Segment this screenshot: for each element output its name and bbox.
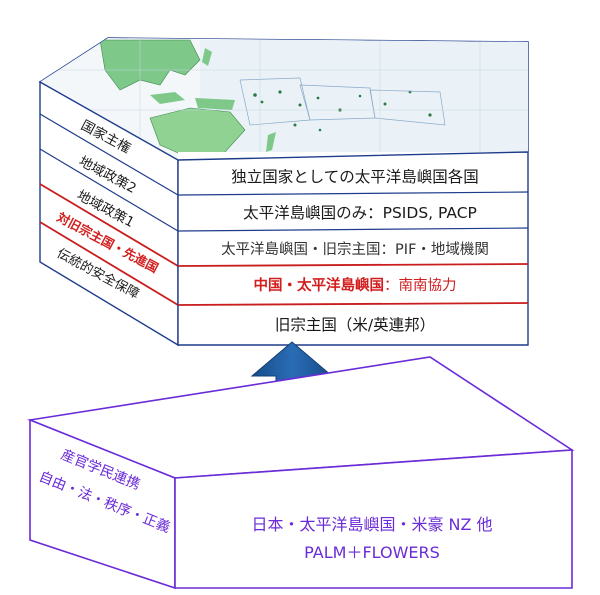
front-divider-3 <box>177 263 529 267</box>
front-layer-label-4-sub: ：南南協力 <box>384 277 457 294</box>
front-layer-label-1: 独立国家としての太平洋島嶼国各国 <box>231 168 479 186</box>
front-layer-label-4: 中国・太平洋島嶼国：南南協力 <box>254 276 457 294</box>
side-divider-1 <box>39 113 179 196</box>
front-divider-2 <box>177 227 529 232</box>
front-divider-4 <box>177 302 529 306</box>
front-divider-1 <box>177 191 529 196</box>
front-layer-labels: 独立国家としての太平洋島嶼国各国 太平洋島嶼国のみ：PSIDS, PACP 太平… <box>221 168 489 334</box>
top-face-map <box>38 37 529 161</box>
front-layer-label-5: 旧宗主国（米/英連邦） <box>275 316 435 334</box>
top-side-face <box>39 80 179 347</box>
bottom-block: 産官学民連携 自由・法・秩序・正義 日本・太平洋島嶼国・米豪 NZ 他 PALM… <box>27 356 575 590</box>
front-layer-label-2: 太平洋島嶼国のみ：PSIDS, PACP <box>243 204 477 222</box>
bottom-front-face <box>174 449 573 589</box>
bottom-front-label-1: 日本・太平洋島嶼国・米豪 NZ 他 <box>251 515 492 534</box>
top-front-face <box>177 151 529 346</box>
side-divider-2 <box>39 148 179 232</box>
bottom-front-label-2: PALM＋FLOWERS <box>304 543 440 562</box>
side-divider-3 <box>39 183 179 267</box>
front-layer-label-4-main: 中国・太平洋島嶼国 <box>254 276 385 294</box>
side-divider-4 <box>39 221 179 306</box>
front-layer-label-3: 太平洋島嶼国・旧宗主国：PIF・地域機関 <box>221 241 489 258</box>
top-block: 独立国家としての太平洋島嶼国各国 太平洋島嶼国のみ：PSIDS, PACP 太平… <box>38 37 529 347</box>
